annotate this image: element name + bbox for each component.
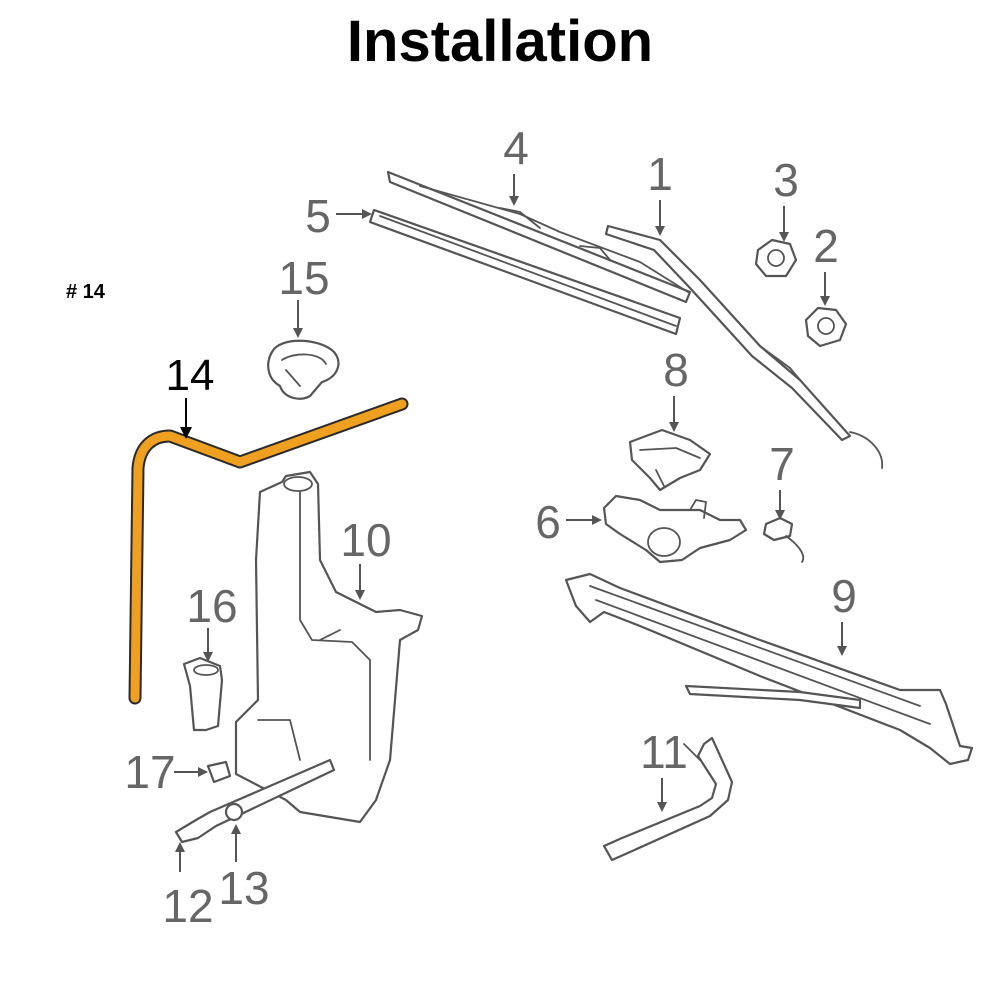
part-3-nut [754, 238, 798, 278]
part-17-grommet [206, 760, 232, 784]
part-2-nut [804, 306, 848, 348]
callout-4: 4 [503, 122, 529, 174]
callout-2: 2 [813, 220, 839, 272]
callout-14: 14 [166, 351, 215, 400]
part-16-filter [182, 656, 224, 732]
part-14-washer-hose [128, 397, 409, 705]
callout-labels: 1 2 3 4 5 6 7 8 9 10 11 12 13 14 15 16 1… [124, 122, 856, 932]
part-1-wiper-arm [604, 224, 883, 469]
callout-17: 17 [124, 746, 175, 798]
part-9-wiper-linkage [564, 572, 974, 766]
part-7-connector [762, 516, 805, 563]
callout-15: 15 [278, 252, 329, 304]
callout-3: 3 [773, 154, 799, 206]
callout-16: 16 [186, 580, 237, 632]
callout-12: 12 [162, 880, 213, 932]
callout-10: 10 [340, 514, 391, 566]
callout-9: 9 [831, 570, 857, 622]
part-4-wiper-blade [386, 170, 692, 304]
callout-8: 8 [663, 344, 689, 396]
part-8-bracket [628, 428, 712, 492]
part-15-reservoir-cap [267, 339, 340, 400]
callout-5: 5 [305, 190, 331, 242]
part-11-hose-elbow [602, 736, 734, 862]
part-12-13-pump-fitting [174, 758, 336, 844]
callout-6: 6 [535, 496, 561, 548]
diagram-title: Installation [346, 9, 654, 74]
callout-7: 7 [769, 438, 795, 490]
part-10-washer-reservoir [234, 470, 424, 824]
callout-arrows [174, 174, 847, 872]
callout-1: 1 [647, 148, 673, 200]
callout-13: 13 [218, 862, 269, 914]
part-6-wiper-motor [602, 494, 748, 564]
part-note: # 14 [66, 281, 105, 303]
callout-11: 11 [640, 726, 688, 778]
